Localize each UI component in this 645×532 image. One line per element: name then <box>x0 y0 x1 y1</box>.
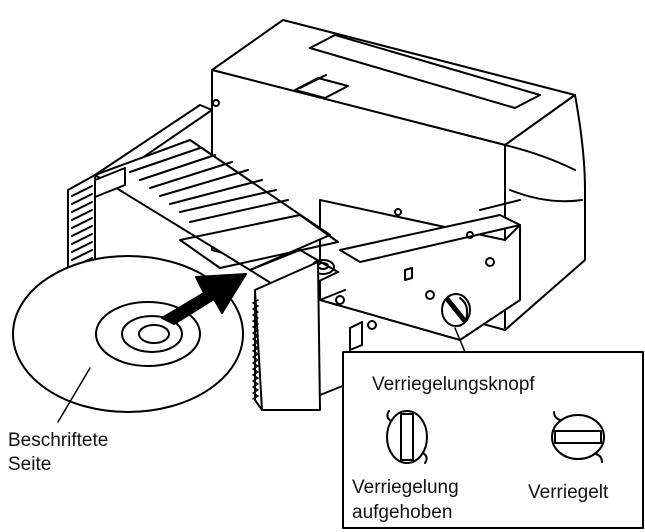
disc-tray <box>94 139 346 411</box>
unlocked-label-line-1: Verriegelung <box>352 477 459 498</box>
locked-knob-icon <box>551 411 605 463</box>
insert-direction-arrow <box>161 273 247 325</box>
lock-knob <box>441 293 471 327</box>
disc-label-leader-line <box>57 367 91 423</box>
cd-disc <box>12 255 244 413</box>
lock-knob-label: Verriegelungsknopf <box>372 374 535 395</box>
unlocked-knob-icon <box>386 410 428 464</box>
disc-side-label-line-1: Beschriftete <box>8 430 108 451</box>
disc-side-label-line-2: Seite <box>8 454 51 475</box>
locked-label: Verriegelt <box>528 482 609 503</box>
magazine-stack <box>67 104 213 276</box>
knob-leader-line <box>454 327 466 353</box>
unlocked-label-line-2: aufgehoben <box>352 502 452 523</box>
